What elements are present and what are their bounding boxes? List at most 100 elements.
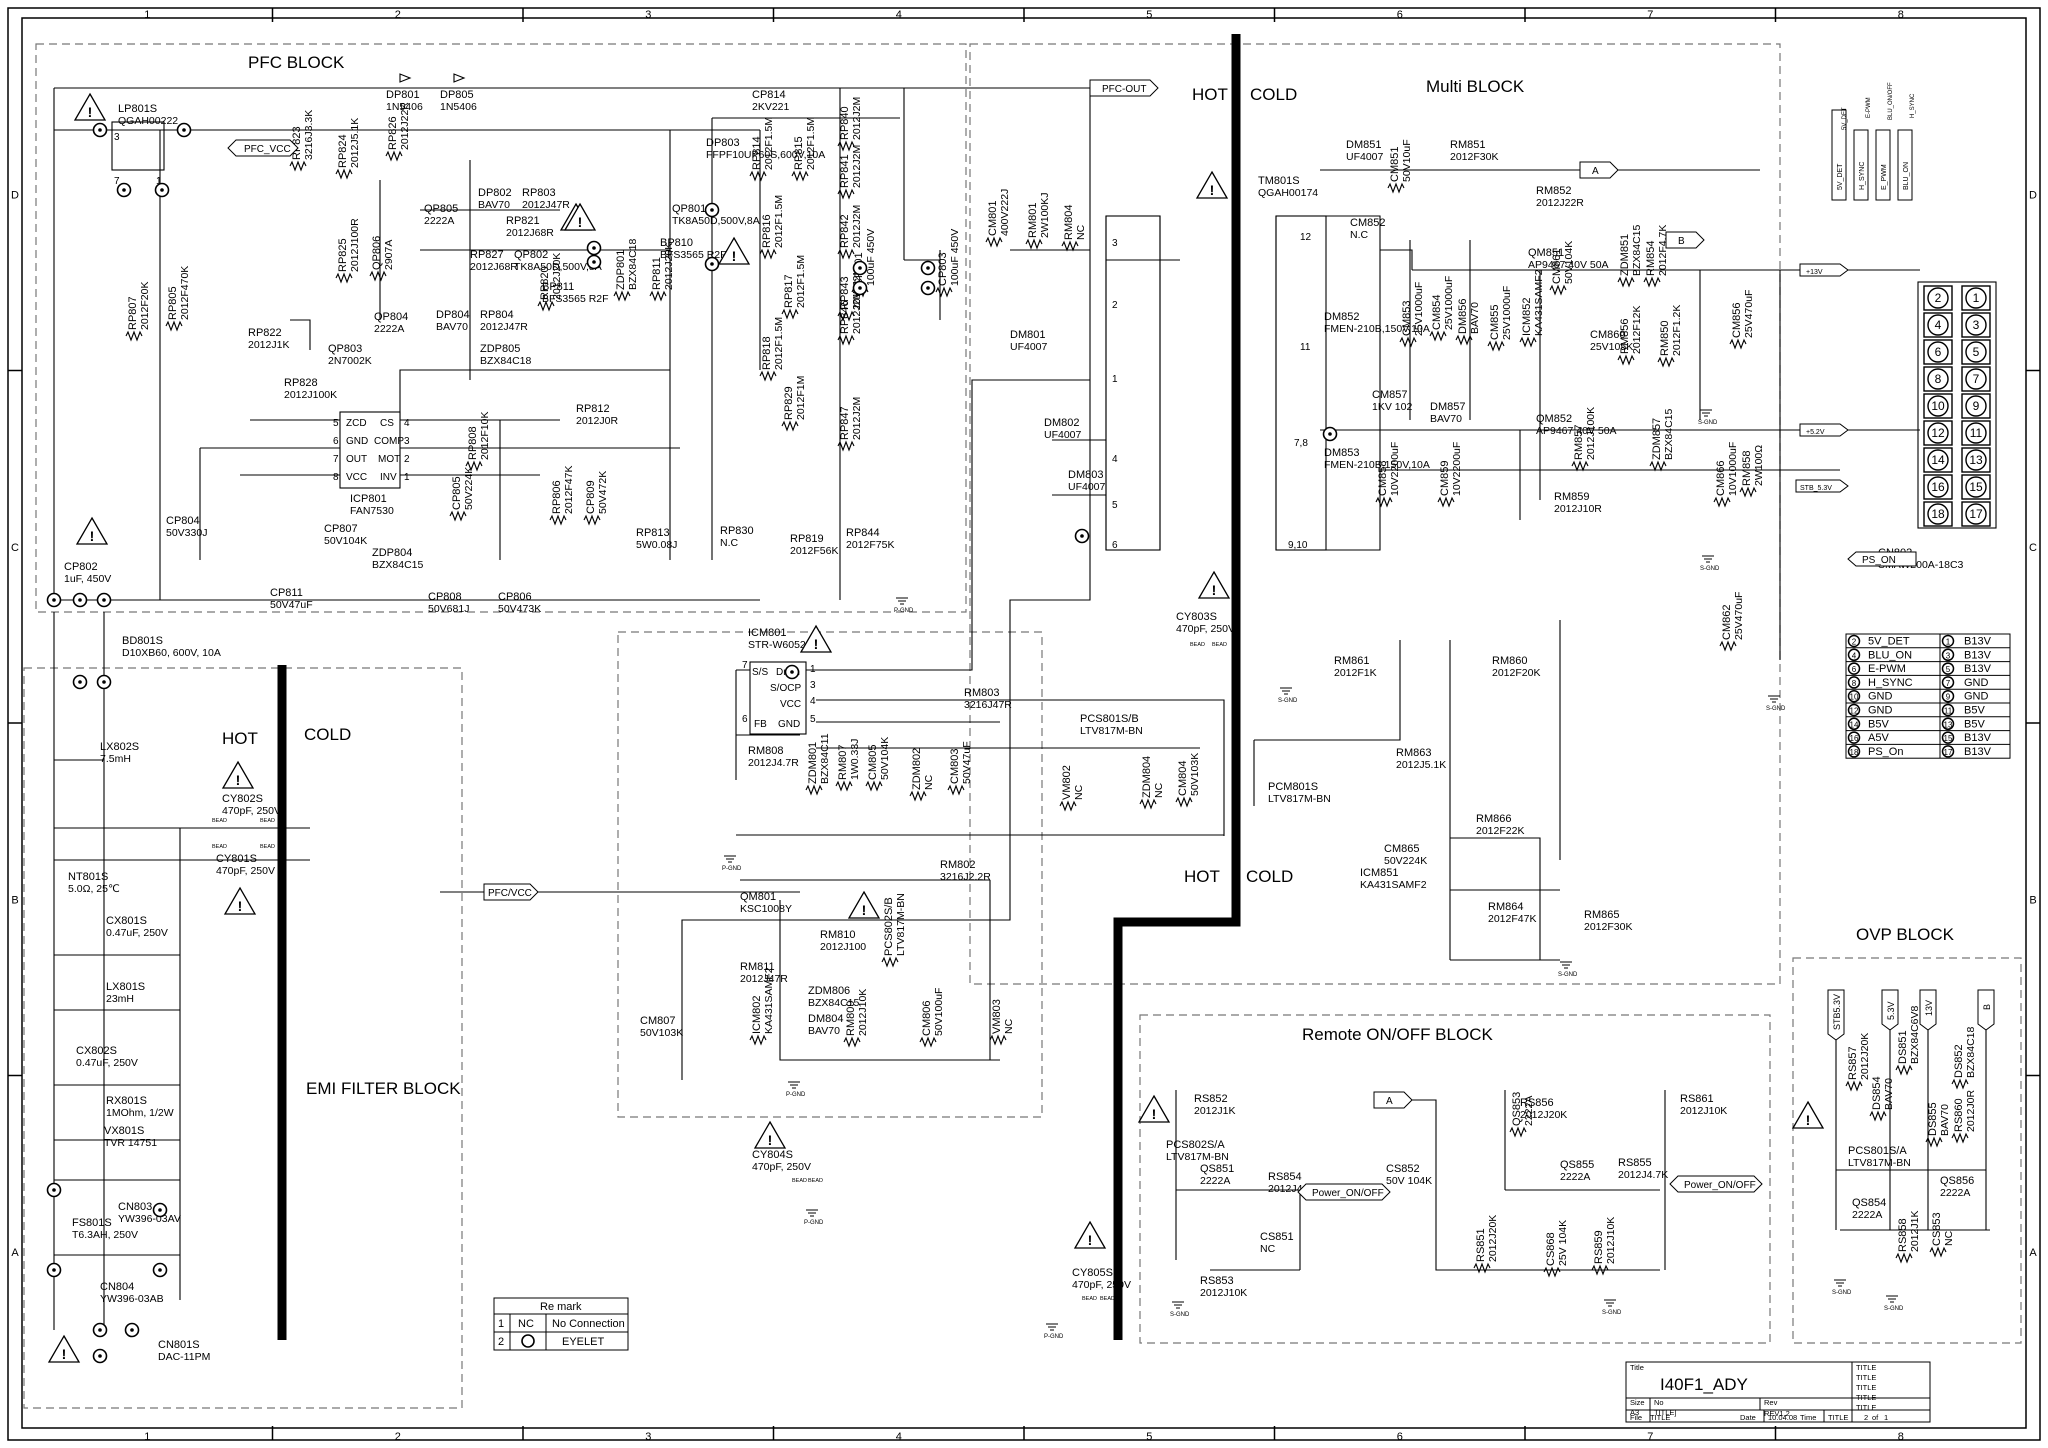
pin-map-b-num-1: 3 (1946, 651, 1951, 660)
component-glyph-rp826 (385, 150, 403, 162)
component-value-rm852: 2012J22R (1536, 197, 1584, 209)
component-name-pcs802sb: PCS802S/B (883, 897, 895, 956)
net-tag-bluon: BLU_ON (1903, 162, 1910, 190)
net-pfc-vcc: PFC_VCC (244, 144, 291, 155)
emi-wiring (53, 612, 310, 1330)
component-value-qs851: 2222A (1200, 1175, 1230, 1187)
component-label-rp829: RP8292012F1M (783, 376, 807, 420)
bead-label-3: BEAD (260, 844, 275, 850)
tb-no-label: No (1654, 1398, 1664, 1407)
component-value-cs851: NC (1260, 1243, 1276, 1255)
component-value-rp825: 2012J100R (349, 218, 361, 272)
component-value-cn803: YW396-03AV (118, 1213, 181, 1225)
tm801s-pin-78: 7,8 (1294, 438, 1308, 449)
eyelet-dot-23 (130, 1328, 134, 1332)
grid-col-8-bottom: 8 (1898, 1431, 1904, 1443)
component-glyph-rp823 (289, 160, 307, 172)
component-name-rp817: RP817 (783, 274, 795, 308)
tb-sheet: 2 (1864, 1413, 1868, 1422)
grid-col-5-bottom: 5 (1146, 1431, 1152, 1443)
component-glyph-rp817 (781, 308, 799, 320)
component-glyph-zdm802 (909, 790, 927, 802)
component-value-rm811: 2012J47R (740, 973, 788, 985)
component-label-zdm802: ZDM802NC (911, 748, 935, 790)
component-name-nt801s: NT801S (68, 871, 108, 883)
tb-side-title-2: TITLE (1856, 1373, 1876, 1382)
component-glyph-cm859 (1437, 496, 1455, 508)
component-name-rp827: RP827 (470, 249, 504, 261)
eyelet-dot-11 (710, 262, 714, 266)
icm801-ic: S/S Drain S/OCP VCC FB GND 7 1 3 4 6 5 (742, 660, 816, 735)
component-value-pcs802sb: LTV817M-BN (895, 893, 907, 956)
component-label-rp805: RP8052012F470K (167, 266, 191, 320)
component-name-dp805: DP805 (440, 89, 474, 101)
pin-map-num-ring (1941, 731, 1955, 744)
component-name-rp829: RP829 (783, 386, 795, 420)
bead-label-6: BEAD (792, 1178, 807, 1184)
component-glyph-rp814 (749, 170, 767, 182)
pin-map-num-ring (1941, 745, 1955, 758)
component-name-dm803: DM803 (1068, 469, 1103, 481)
pin-map-num-ring (1941, 634, 1955, 648)
component-name-rm850: RM850 (1659, 321, 1671, 356)
component-name-cn803: CN803 (118, 1201, 152, 1213)
icp801-pnum-3: 3 (404, 436, 410, 447)
component-value-ds852: BZX84C18 (1965, 1026, 1977, 1078)
component-icm802: ICM802KA431SAMF2 (749, 967, 775, 1046)
component-value-rs855: 2012J4.7K (1618, 1169, 1668, 1181)
component-name-cm860: CM860 (1590, 329, 1625, 341)
pin-map-num-ring (1847, 676, 1861, 689)
component-glyph-cp809 (583, 514, 601, 526)
component-label-ds855: DS855BAV70 (1927, 1102, 1951, 1136)
component-value-rm856: 2012F12K (1631, 306, 1643, 354)
component-label-rp806: RP8062012F47K (551, 466, 575, 514)
component-value-rm850: 2012F1.2K (1671, 305, 1683, 356)
component-name-rs859: RS859 (1593, 1230, 1605, 1264)
component-name-zdm802: ZDM802 (911, 748, 923, 790)
component-rm854: RM8542012F4.7K (1643, 225, 1669, 288)
component-glyph-cp803 (935, 286, 953, 298)
component-glyph-cs853 (1929, 1246, 1947, 1258)
component-glyph-cm866 (1713, 496, 1731, 508)
tb-time: TITLE (1828, 1413, 1848, 1422)
component-label-cm862: CM86225V470uF (1721, 592, 1745, 640)
pin-map-b-2: B13V (1964, 663, 1992, 675)
remark-eyelet-symbol (521, 1334, 535, 1348)
cn802-pin-ring-2 (1927, 287, 1949, 309)
component-label-cm801: CM801400V222J (987, 189, 1011, 236)
component-label-zdm857: ZDM857BZX84C15 (1651, 408, 1675, 460)
pin-map-num-ring (1847, 634, 1861, 648)
component-name-cm857: CM857 (1372, 389, 1407, 401)
warning-mark-12: ! (1088, 1232, 1093, 1248)
pin-map-b-num-7: 15 (1944, 734, 1953, 743)
pgnd-symbol (788, 1081, 800, 1089)
component-glyph-rp820 (537, 300, 555, 312)
component-name-rm803: RM803 (964, 687, 999, 699)
component-value-bd801s: D10XB60, 600V, 10A (122, 647, 221, 659)
icm801-pin-vcc: VCC (780, 699, 801, 710)
component-value-rp805: 2012F470K (179, 266, 191, 320)
component-glyph-rp818 (759, 370, 777, 382)
eyelet-dot-10 (710, 208, 714, 212)
icp801-pin-comp: COMP (374, 436, 404, 447)
component-label-zdm851: ZDM851BZX84C15 (1619, 224, 1643, 276)
pin-map-num-ring (1941, 648, 1955, 662)
component-cp805: CP80550V224K (449, 467, 475, 522)
component-name-rm859: RM859 (1554, 491, 1589, 503)
icp801-pnum-8: 8 (333, 472, 339, 483)
cn802-pin-ring-18 (1927, 503, 1949, 525)
net-ps-on: PS_ON (1862, 555, 1896, 566)
component-ds854: DS854BAV70 (1869, 1076, 1895, 1122)
component-glyph-rp843 (837, 310, 855, 322)
